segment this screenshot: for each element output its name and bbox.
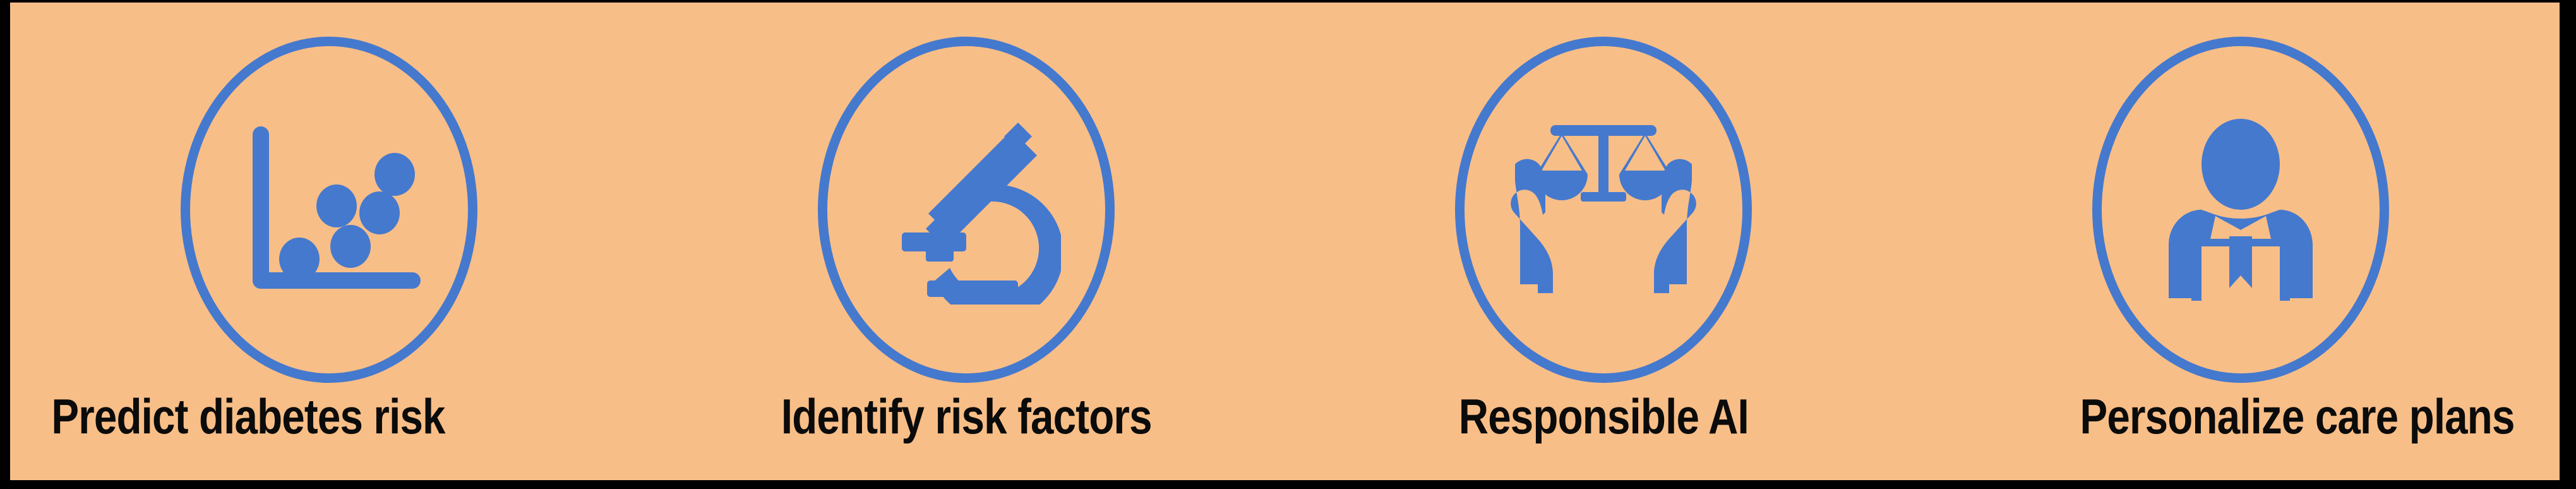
icon-badge-identify-risk-factors [802,34,1130,385]
icon-badge-personalize-care-plans [2076,34,2405,385]
panel-label: Predict diabetes risk [51,389,445,444]
feature-panel-predict-diabetes-risk[interactable]: Predict diabetes risk [10,3,647,480]
banner-background: Predict diabetes risk [10,3,2560,480]
feature-panel-personalize-care-plans[interactable]: Personalize care plans [1922,3,2560,480]
panel-label: Identify risk factors [781,389,1152,444]
feature-panel-identify-risk-factors[interactable]: Identify risk factors [647,3,1285,480]
microscope-icon [901,123,1061,305]
feature-panel-row: Predict diabetes risk [10,3,2560,480]
feature-panel-responsible-ai[interactable]: Responsible AI [1285,3,1922,480]
scatter-plot-icon [252,126,421,289]
person-with-book-icon [2169,119,2313,301]
icon-badge-responsible-ai [1439,34,1768,385]
panel-label: Personalize care plans [2080,389,2515,444]
panel-label: Responsible AI [1458,389,1749,444]
icon-badge-predict-diabetes-risk [165,34,493,385]
scales-in-hands-icon [1511,125,1696,293]
